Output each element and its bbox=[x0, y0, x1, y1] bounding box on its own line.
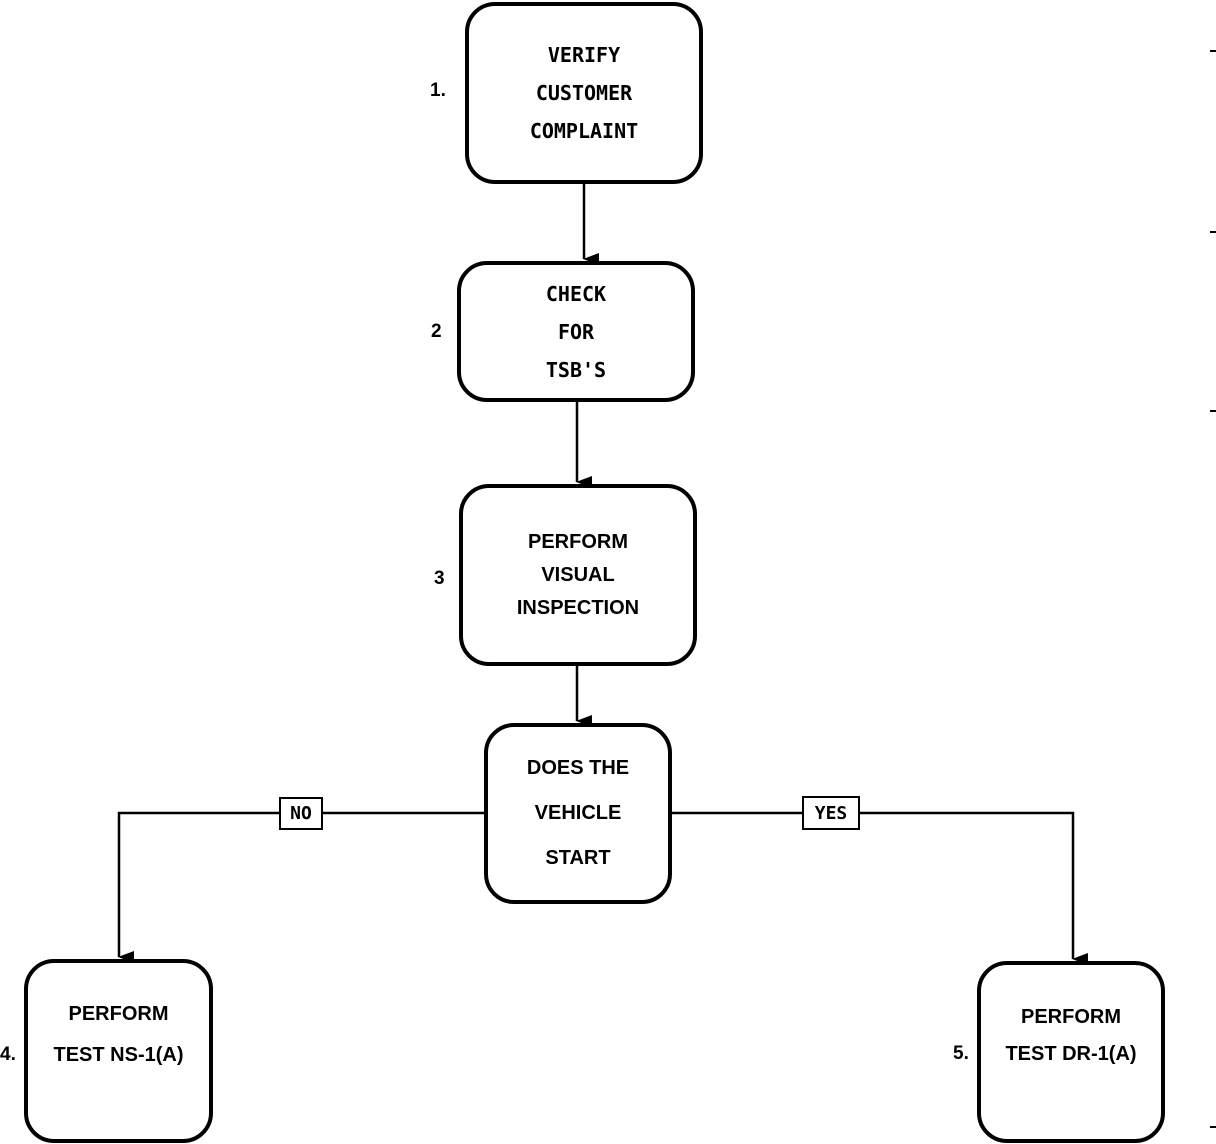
step-text-line: INSPECTION bbox=[516, 596, 640, 619]
step-text-line: FOR bbox=[557, 319, 595, 344]
step-text-line: TSB'S bbox=[545, 357, 607, 382]
arrow-no-branch bbox=[117, 811, 485, 963]
step-text-line: PERFORM bbox=[68, 1003, 169, 1025]
decision-text-line: START bbox=[545, 847, 611, 869]
branch-label-no: NO bbox=[279, 797, 323, 830]
step-number-4: 4. bbox=[0, 1044, 16, 1065]
margin-tick bbox=[1210, 231, 1216, 233]
margin-tick bbox=[1210, 50, 1216, 52]
step-visual-inspection: PERFORM VISUAL INSPECTION bbox=[459, 484, 697, 666]
step-text-line: PERFORM bbox=[1021, 1006, 1121, 1028]
step-text-line: TEST DR-1(A) bbox=[1005, 1043, 1137, 1065]
step-test-ns-1a: PERFORM TEST NS-1(A) bbox=[24, 959, 213, 1143]
margin-tick bbox=[1210, 1126, 1216, 1128]
step-text-line: VERIFY bbox=[547, 43, 621, 67]
step-number-5: 5. bbox=[953, 1043, 969, 1064]
step-text-line: PERFORM bbox=[528, 530, 628, 553]
decision-vehicle-start: DOES THE VEHICLE START bbox=[484, 723, 672, 904]
margin-tick bbox=[1210, 410, 1216, 412]
step-text-line: VISUAL bbox=[541, 563, 615, 586]
branch-label-yes: YES bbox=[802, 796, 860, 830]
arrow-yes-branch bbox=[671, 811, 1088, 965]
decision-text-line: DOES THE bbox=[526, 757, 630, 779]
decision-text-line: VEHICLE bbox=[534, 802, 622, 824]
step-text-line: CUSTOMER bbox=[535, 81, 633, 105]
step-text-line: TEST NS-1(A) bbox=[53, 1044, 184, 1066]
step-number-1: 1. bbox=[430, 80, 446, 101]
step-text-line: COMPLAINT bbox=[529, 119, 639, 143]
step-check-tsbs: CHECK FOR TSB'S bbox=[457, 261, 695, 402]
step-text-line: CHECK bbox=[545, 281, 607, 306]
step-number-2: 2 bbox=[431, 321, 442, 342]
step-test-dr-1a: PERFORM TEST DR-1(A) bbox=[977, 961, 1165, 1143]
step-verify-complaint: VERIFY CUSTOMER COMPLAINT bbox=[465, 2, 703, 184]
step-number-3: 3 bbox=[434, 568, 445, 589]
